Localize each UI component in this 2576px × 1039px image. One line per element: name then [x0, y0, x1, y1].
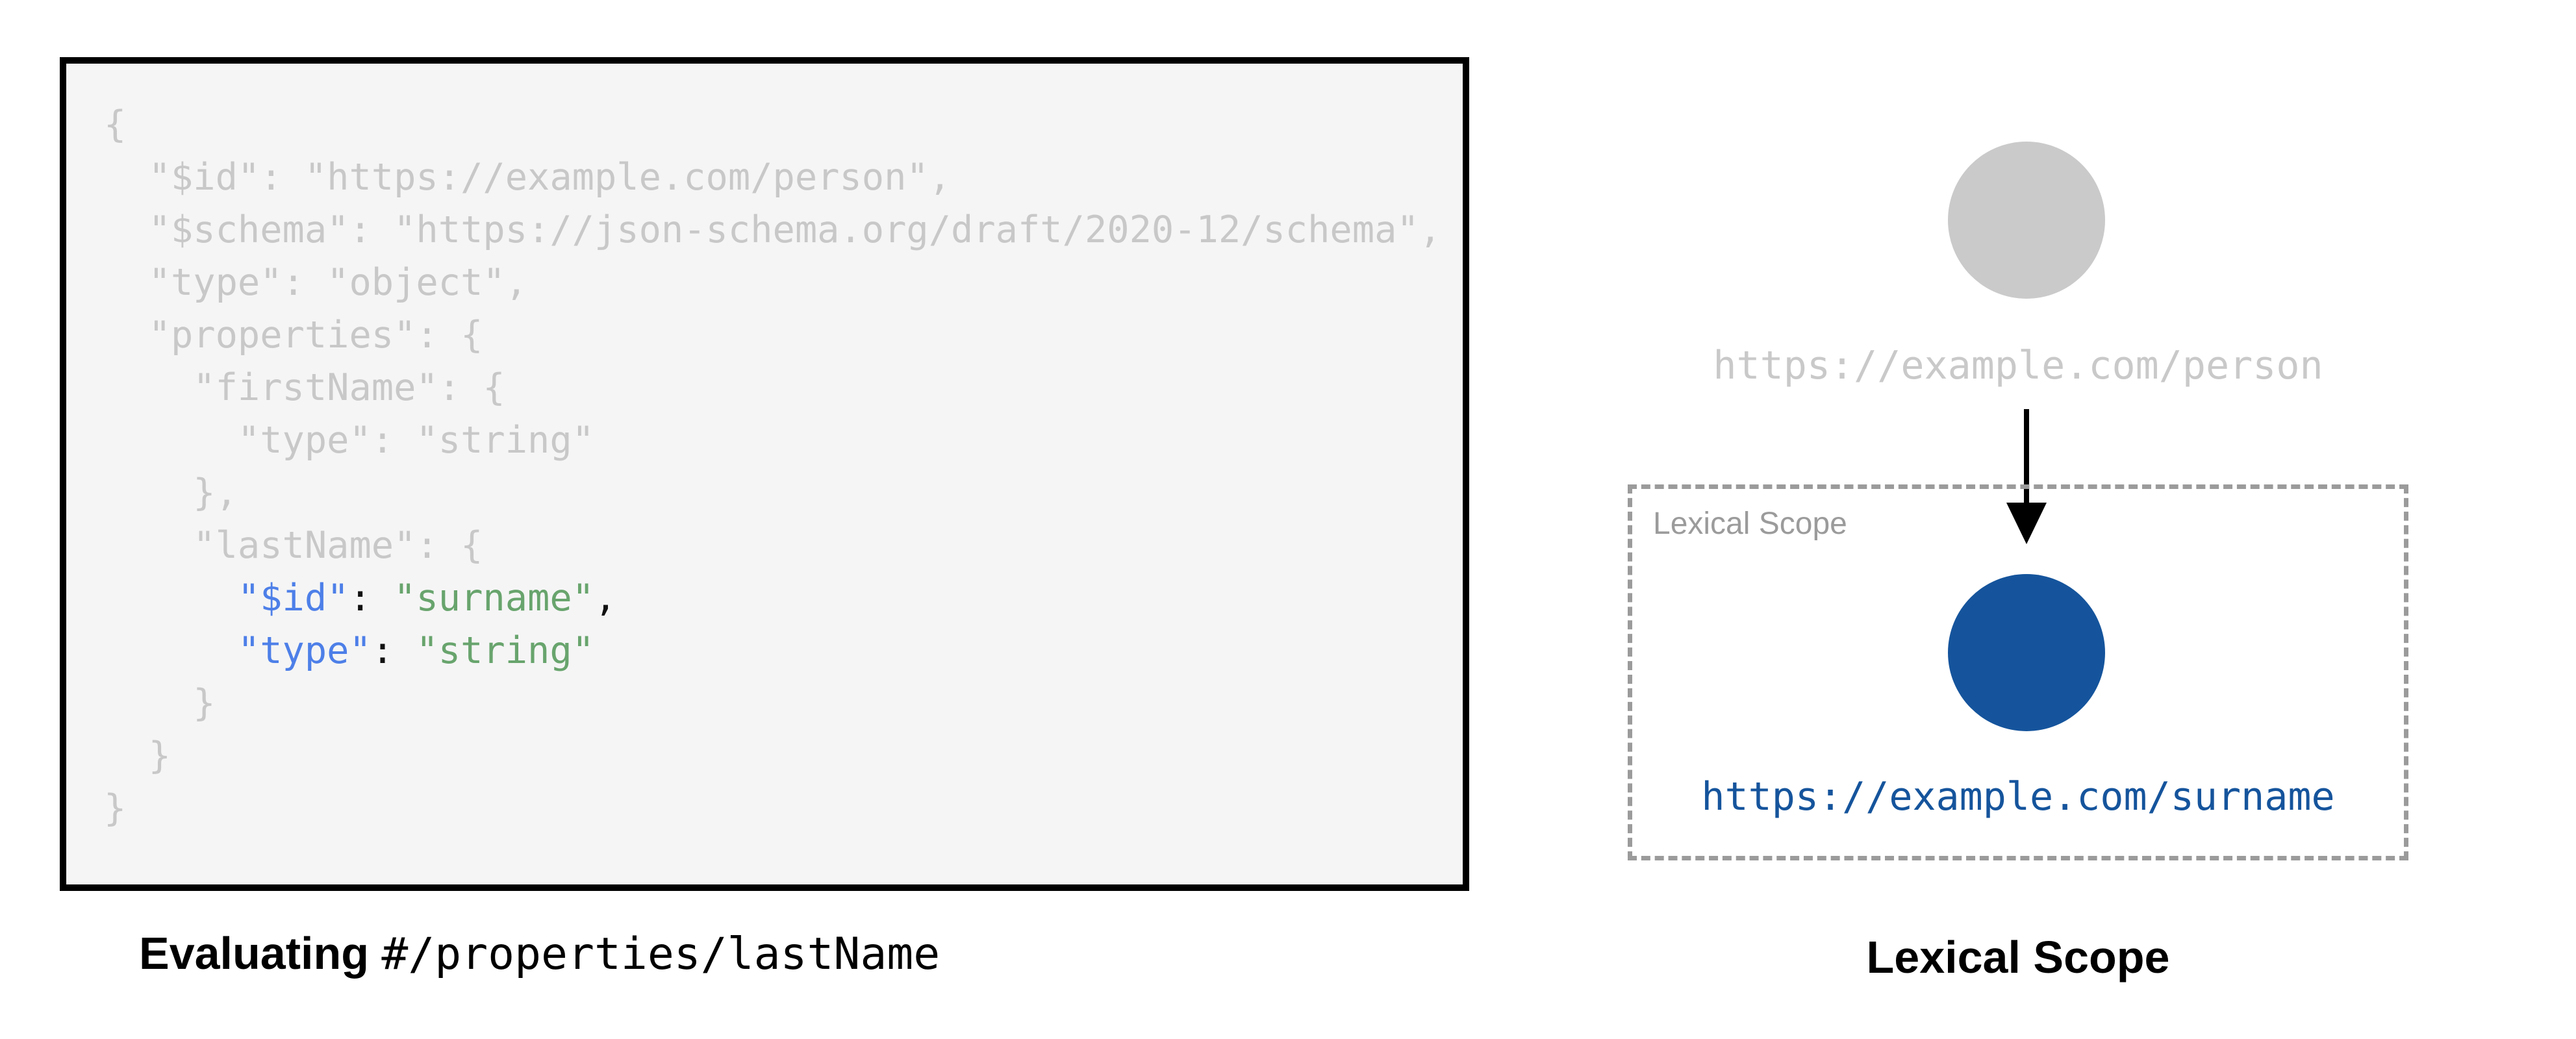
code-token-id-value: "surname"	[394, 577, 594, 620]
code-line: "$id": "https://example.com/person",	[104, 156, 952, 199]
schema-code: { "$id": "https://example.com/person", "…	[104, 99, 1441, 835]
code-line: "type": "object",	[104, 261, 528, 304]
surname-uri-label: https://example.com/surname	[1701, 774, 2335, 820]
code-line: "firstName": {	[104, 366, 505, 409]
left-caption: Evaluating #/properties/lastName	[139, 927, 940, 980]
code-line: "properties": {	[104, 314, 483, 357]
left-caption-space	[369, 928, 381, 979]
code-line-highlight-type: "type": "string"	[104, 625, 1441, 677]
code-line: "lastName": {	[104, 524, 483, 567]
person-schema-node-circle	[1948, 142, 2105, 299]
code-line: "type": "string"	[104, 419, 594, 462]
left-caption-bold: Evaluating	[139, 928, 369, 979]
code-line: {	[104, 103, 127, 146]
code-indent	[104, 629, 238, 672]
code-line: }	[104, 787, 127, 830]
schema-code-panel: { "$id": "https://example.com/person", "…	[60, 57, 1469, 891]
code-token-colon: :	[371, 629, 416, 672]
lexical-scope-box: Lexical Scope	[1628, 484, 2408, 860]
code-token-comma: ,	[594, 577, 617, 620]
code-indent	[104, 577, 238, 620]
code-line: },	[104, 471, 238, 514]
code-line: }	[104, 682, 216, 725]
reference-arrow-head-icon	[2006, 503, 2047, 544]
code-line-highlight-id: "$id": "surname",	[104, 572, 1441, 625]
code-line: "$schema": "https://json-schema.org/draf…	[104, 208, 1442, 251]
left-caption-pointer: #/properties/lastName	[381, 929, 941, 980]
code-token-id-key: "$id"	[237, 577, 349, 620]
surname-schema-node-circle	[1948, 574, 2105, 731]
person-uri-label: https://example.com/person	[1713, 343, 2323, 388]
code-token-colon: :	[349, 577, 394, 620]
reference-arrow-line	[2024, 409, 2029, 504]
lexical-scope-box-label: Lexical Scope	[1653, 507, 1847, 541]
code-token-type-value: "string"	[416, 629, 594, 672]
code-line: }	[104, 734, 171, 777]
right-caption: Lexical Scope	[1866, 932, 2170, 983]
code-token-type-key: "type"	[237, 629, 372, 672]
